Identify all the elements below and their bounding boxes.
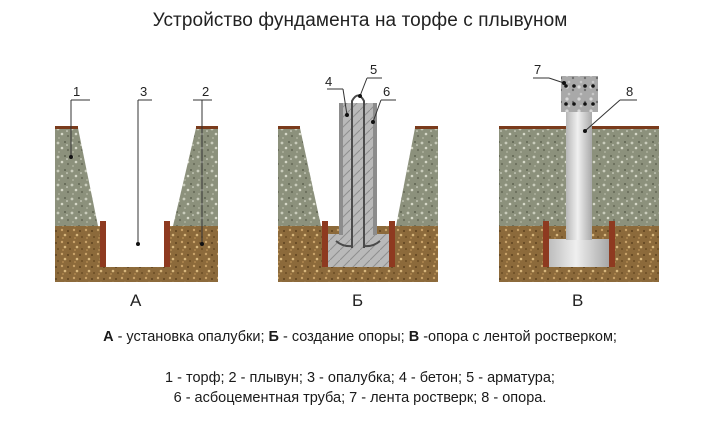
panel-label-b: Б xyxy=(352,291,364,310)
panel-a: 1 3 2 xyxy=(55,84,218,282)
callout-7: 7 xyxy=(534,62,541,77)
rebar-hook-left xyxy=(335,240,353,248)
formwork xyxy=(100,221,170,267)
legend-text-c: -опора с лентой ростверком; xyxy=(419,329,617,345)
ground-surface xyxy=(55,126,78,129)
peat-layer-left xyxy=(55,128,98,226)
concrete-in-pipe xyxy=(343,103,373,235)
panel-label-c: В xyxy=(572,291,584,310)
legend-text-b: - создание опоры; xyxy=(278,329,409,345)
callout-1: 1 xyxy=(73,84,80,99)
peat-layer-left xyxy=(278,128,321,226)
support-base xyxy=(549,239,609,267)
callout-2: 2 xyxy=(202,84,209,99)
grillage-rebar-dots xyxy=(564,84,595,106)
legend-key-c: В xyxy=(408,329,420,345)
rebar-hook-right xyxy=(363,240,381,248)
legend-stages: А - установка опалубки; Б - создание опо… xyxy=(0,329,720,345)
legend-text-a: - установка опалубки; xyxy=(113,329,269,345)
formwork-wall-left xyxy=(322,221,328,267)
panel-c: 7 8 xyxy=(499,62,659,282)
support-column xyxy=(566,108,592,240)
panel-b: 4 5 6 xyxy=(278,62,438,282)
ground-surface xyxy=(278,126,300,129)
formwork-wall-right xyxy=(164,221,170,267)
diagram-title: Устройство фундамента на торфе с плывуно… xyxy=(152,10,568,31)
rebar xyxy=(351,94,365,248)
callout-5: 5 xyxy=(370,62,377,77)
callout-8: 8 xyxy=(626,84,633,99)
formwork-wall-right xyxy=(609,221,615,267)
peat-layer-right xyxy=(396,128,438,226)
legend-key-a: А xyxy=(103,329,114,345)
formwork-wall-left xyxy=(100,221,106,267)
ground-surface xyxy=(415,126,438,129)
callout-4: 4 xyxy=(325,74,332,89)
concrete-footing xyxy=(328,234,389,267)
grillage-strip xyxy=(561,76,598,112)
peat-layer-right xyxy=(173,128,218,226)
legend-items-1: 1 - торф; 2 - плывун; 3 - опалубка; 4 - … xyxy=(165,370,555,386)
callout-3: 3 xyxy=(140,84,147,99)
callout-6: 6 xyxy=(383,84,390,99)
panel-label-a: А xyxy=(130,291,142,310)
formwork-wall-right xyxy=(389,221,395,267)
legend-key-b: Б xyxy=(268,329,279,345)
ground-surface xyxy=(196,126,218,129)
formwork-wall-left xyxy=(543,221,549,267)
legend-items-2: 6 - асбоцементная труба; 7 - лента роств… xyxy=(173,390,547,406)
